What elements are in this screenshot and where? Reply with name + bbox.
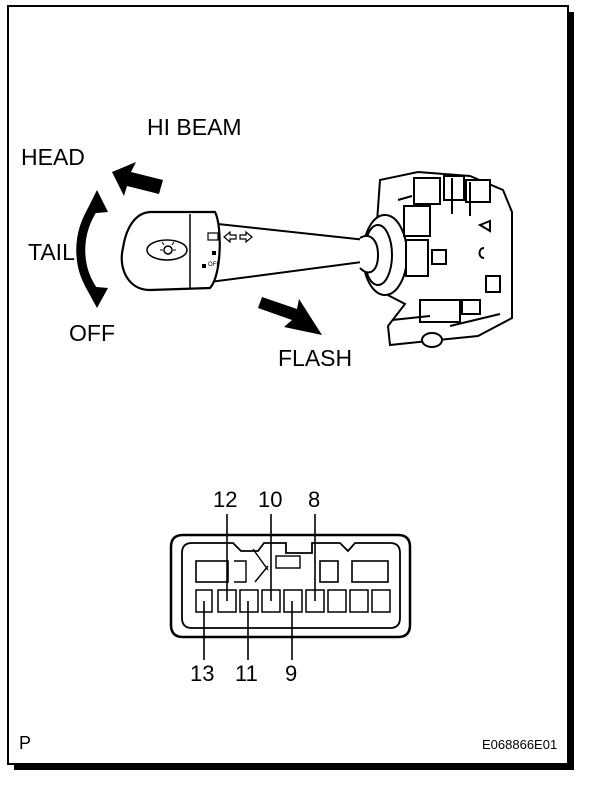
connector-body: [169, 533, 412, 639]
pin-number-11: 11: [235, 661, 258, 686]
pin-number-8: 8: [308, 487, 321, 512]
figure-id: E068866E01: [482, 737, 558, 752]
lever-stalk: [120, 210, 368, 292]
pin-leader-lines: [203, 514, 316, 660]
pin-number-9: 9: [285, 661, 298, 686]
pin-number-13: 13: [190, 661, 215, 686]
pin-number-12: 12: [213, 487, 238, 512]
flash-arrow-icon: [258, 297, 322, 335]
pin-number-10: 10: [258, 487, 283, 512]
knob-off-mark: OFF: [208, 262, 220, 268]
tail-label: TAIL: [28, 239, 75, 265]
flash-label: FLASH: [278, 345, 353, 371]
tail-rotate-arrow-icon: [76, 190, 108, 308]
off-label: OFF: [69, 320, 115, 346]
head-label: HEAD: [21, 144, 85, 170]
hi-beam-label: HI BEAM: [147, 114, 242, 140]
figure-frame: [7, 5, 569, 765]
switch-assembly: [359, 170, 513, 348]
frame-shadow-right: [569, 12, 574, 768]
page-mark: P: [19, 733, 32, 753]
frame-shadow-bottom: [14, 765, 574, 770]
head-arrow-icon: [112, 162, 163, 196]
